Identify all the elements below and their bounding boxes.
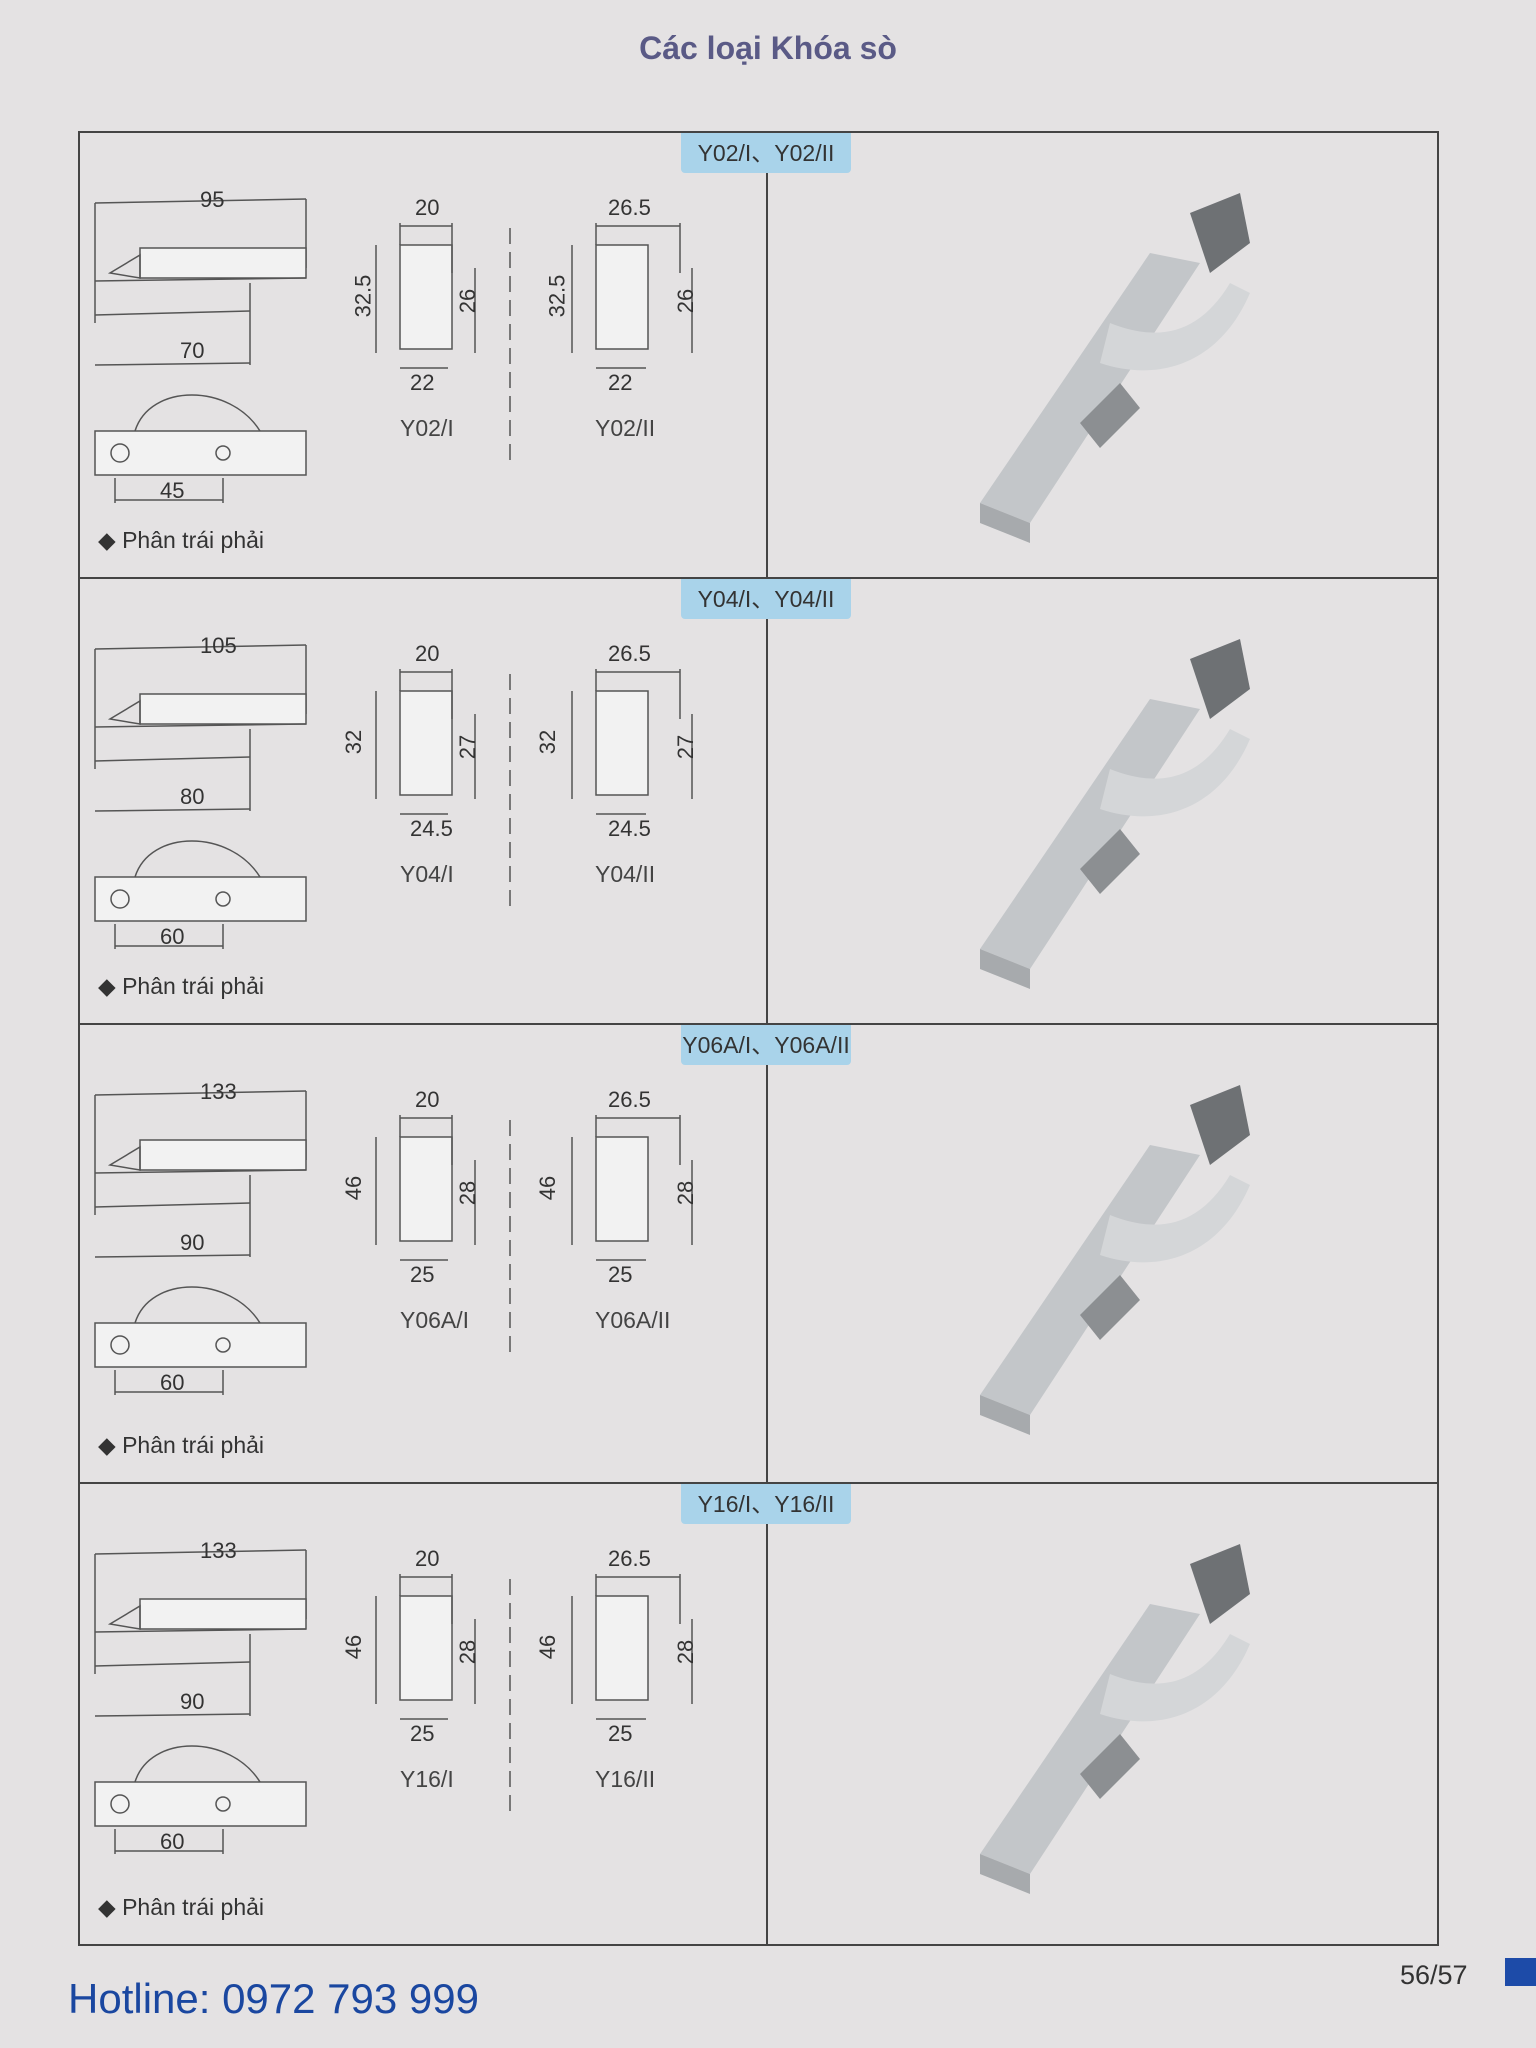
v2-base-dim: 22 (608, 370, 633, 395)
v1-height-dim: 32 (341, 729, 367, 755)
v2-top-dim: 26.5 (608, 1087, 651, 1112)
overall-length: 133 (200, 1538, 237, 1563)
cell-divider (766, 579, 768, 1023)
v2-height-dim: 46 (535, 1175, 561, 1201)
v1-top-dim: 20 (415, 641, 440, 666)
v2-base-dim: 24.5 (608, 816, 651, 841)
v2-base-dim: 25 (608, 1262, 633, 1287)
product-row: 133 90 60 20 46 28 25 Y16/I 26.5 46 28 2… (80, 1484, 1437, 1946)
model-tab: Y06A/I、Y06A/II (681, 1025, 851, 1065)
model-tab: Y04/I、Y04/II (681, 579, 851, 619)
note: ◆ Phân trái phải (98, 1432, 265, 1458)
v1-side-dim: 28 (455, 1639, 481, 1665)
page-number: 56/57 (1400, 1960, 1468, 1990)
note-text: Phân trái phải (122, 527, 265, 553)
page-title: Các loại Khóa sò (639, 30, 897, 66)
base-length: 70 (180, 338, 205, 363)
v2-top-dim: 26.5 (608, 1546, 651, 1571)
note-text: Phân trái phải (122, 1432, 265, 1458)
model-label: Y02/II (595, 415, 656, 441)
product-table: 95 70 45 20 32.5 26 22 Y02/I 26.5 32.5 2… (78, 131, 1439, 1946)
v1-height-dim: 46 (341, 1175, 367, 1201)
cell-divider (766, 1484, 768, 1946)
v2-height-dim: 46 (535, 1634, 561, 1660)
v1-side-dim: 26 (455, 288, 481, 314)
technical-drawing (94, 198, 693, 503)
product-row: 95 70 45 20 32.5 26 22 Y02/I 26.5 32.5 2… (80, 133, 1437, 579)
product-row: 105 80 60 20 32 27 24.5 Y04/I 26.5 32 27… (80, 579, 1437, 1025)
model-label: Y04/II (595, 861, 656, 887)
v2-top-dim: 26.5 (608, 641, 651, 666)
note: ◆ Phân trái phải (98, 1894, 265, 1920)
note: ◆ Phân trái phải (98, 527, 265, 553)
v1-side-dim: 27 (455, 734, 481, 760)
overall-length: 105 (200, 633, 237, 658)
base-length: 90 (180, 1230, 205, 1255)
product-photo (980, 193, 1250, 543)
bottom-length: 60 (160, 1829, 185, 1854)
base-length: 90 (180, 1689, 205, 1714)
v1-side-dim: 28 (455, 1180, 481, 1206)
product-photo (980, 639, 1250, 989)
model-tab: Y16/I、Y16/II (681, 1484, 851, 1524)
v2-height-dim: 32 (535, 729, 561, 755)
overall-length: 133 (200, 1079, 237, 1104)
v2-base-dim: 25 (608, 1721, 633, 1746)
v2-side-dim: 27 (673, 734, 699, 760)
v2-side-dim: 28 (673, 1180, 699, 1206)
v2-side-dim: 26 (673, 288, 699, 314)
overall-length: 95 (200, 187, 225, 212)
v1-top-dim: 20 (415, 195, 440, 220)
technical-drawing (94, 1090, 693, 1395)
v1-base-dim: 25 (410, 1721, 435, 1746)
bottom-length: 45 (160, 478, 185, 503)
product-photo (980, 1085, 1250, 1435)
v2-side-dim: 28 (673, 1639, 699, 1665)
cell-divider (766, 1025, 768, 1482)
model-tab: Y02/I、Y02/II (681, 133, 851, 173)
cell-divider (766, 133, 768, 577)
model-label: Y04/I (400, 861, 454, 887)
product-photo (980, 1544, 1250, 1894)
v1-base-dim: 22 (410, 370, 435, 395)
v1-base-dim: 24.5 (410, 816, 453, 841)
technical-drawing (94, 644, 693, 949)
note-text: Phân trái phải (122, 1894, 265, 1920)
model-label: Y16/I (400, 1766, 454, 1792)
v1-base-dim: 25 (410, 1262, 435, 1287)
v2-top-dim: 26.5 (608, 195, 651, 220)
v1-height-dim: 32.5 (350, 274, 376, 318)
base-length: 80 (180, 784, 205, 809)
model-label: Y06A/I (400, 1307, 470, 1333)
v1-height-dim: 46 (341, 1634, 367, 1660)
note: ◆ Phân trái phải (98, 973, 265, 999)
model-label: Y02/I (400, 415, 454, 441)
v1-top-dim: 20 (415, 1087, 440, 1112)
hotline: Hotline: 0972 793 999 (68, 1975, 479, 2022)
v2-height-dim: 32.5 (544, 274, 570, 318)
model-label: Y16/II (595, 1766, 656, 1792)
product-row: 133 90 60 20 46 28 25 Y06A/I 26.5 46 28 … (80, 1025, 1437, 1484)
model-label: Y06A/II (595, 1307, 671, 1333)
v1-top-dim: 20 (415, 1546, 440, 1571)
bottom-length: 60 (160, 924, 185, 949)
bottom-length: 60 (160, 1370, 185, 1395)
page-marker (1505, 1958, 1536, 1986)
technical-drawing (94, 1549, 693, 1854)
note-text: Phân trái phải (122, 973, 265, 999)
